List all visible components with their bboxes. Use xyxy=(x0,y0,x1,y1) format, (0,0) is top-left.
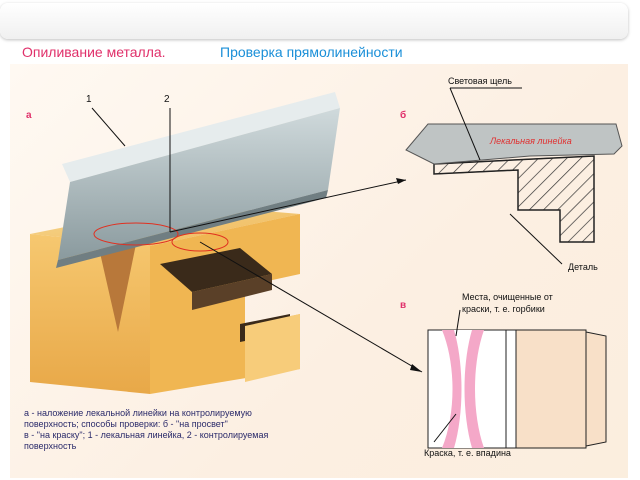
contact-ellipse-1 xyxy=(93,222,179,246)
illustration-svg xyxy=(30,87,623,449)
panel-v-letter: в xyxy=(400,300,407,311)
panel-b-diagram xyxy=(405,87,623,265)
arrow-to-b xyxy=(169,179,407,233)
workpiece-block xyxy=(30,204,300,394)
label-part: Деталь xyxy=(568,262,598,272)
leader-1 xyxy=(91,107,126,147)
contact-ellipse-2 xyxy=(171,232,229,252)
straightedge-ruler xyxy=(56,92,340,268)
label-cleaned-line1: Места, очищенные от xyxy=(462,292,553,302)
figure-area: а б в 1 2 Световая щель Лекальная линейк… xyxy=(10,64,628,478)
page-title: Опиливание металла. xyxy=(22,44,166,60)
page-subtitle: Проверка прямолинейности xyxy=(220,44,403,60)
panel-b-letter: б xyxy=(400,110,407,121)
caption-line-1: а - наложение лекальной линейки на контр… xyxy=(24,408,252,418)
panel-a-letter: а xyxy=(26,110,32,121)
label-number-1: 1 xyxy=(86,94,92,105)
label-number-2: 2 xyxy=(164,94,170,105)
arrow-to-v xyxy=(199,241,423,373)
panel-v-diagram xyxy=(427,309,607,449)
label-paint: Краска, т. е. впадина xyxy=(424,448,511,458)
label-ruler: Лекальная линейка xyxy=(490,136,572,146)
title-band xyxy=(0,3,628,39)
title-bar: Опиливание металла. Проверка прямолинейн… xyxy=(0,0,640,62)
label-cleaned-line2: краски, т. е. горбики xyxy=(462,304,545,314)
caption-line-3: в - "на краску"; 1 - лекальная линейка, … xyxy=(24,430,269,440)
caption-line-2: поверхность; способы проверки: б - "на п… xyxy=(24,419,228,429)
label-light-gap: Световая щель xyxy=(448,76,512,86)
caption-line-4: поверхность xyxy=(24,441,77,451)
